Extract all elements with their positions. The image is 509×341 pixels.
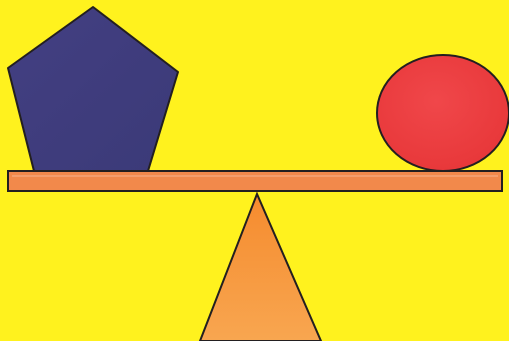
ball-weight: [377, 55, 509, 171]
seesaw-beam: [8, 171, 502, 191]
